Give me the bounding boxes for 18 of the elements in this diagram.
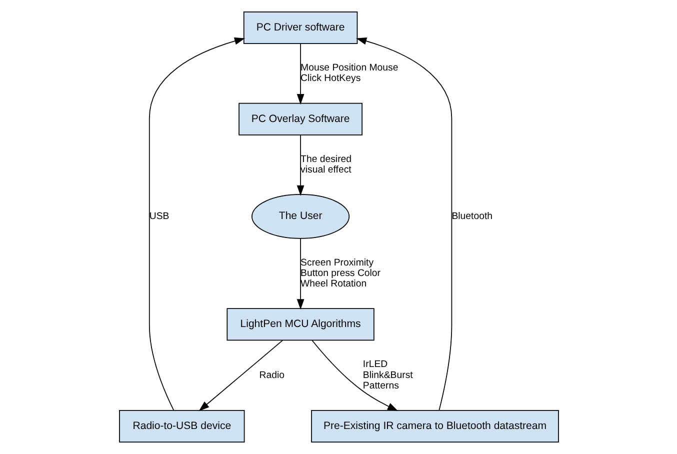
node-box: PC Overlay Software <box>238 102 362 136</box>
node-box: Radio-to-USB device <box>118 410 244 443</box>
edge-label: USB <box>148 210 169 222</box>
arrow <box>198 340 283 412</box>
node-box: PC Driver software <box>242 11 358 44</box>
arrow <box>355 37 452 411</box>
node-box: Pre-Existing IR camera to Bluetooth datastream <box>310 410 558 443</box>
arrow <box>296 134 304 196</box>
arrow <box>148 37 245 411</box>
arrow <box>296 43 304 105</box>
edge-label: Bluetooth <box>451 210 492 222</box>
arrow <box>296 238 304 310</box>
node-box: LightPen MCU Algorithms <box>226 308 374 341</box>
edge-label: Radio <box>258 370 284 381</box>
arrow <box>311 340 398 412</box>
node-ellipse: The User <box>251 194 350 239</box>
edge-label: Mouse Position Mouse Click HotKeys <box>300 62 398 84</box>
edge-label: IrLED Blink&Burst Patterns <box>362 359 412 392</box>
